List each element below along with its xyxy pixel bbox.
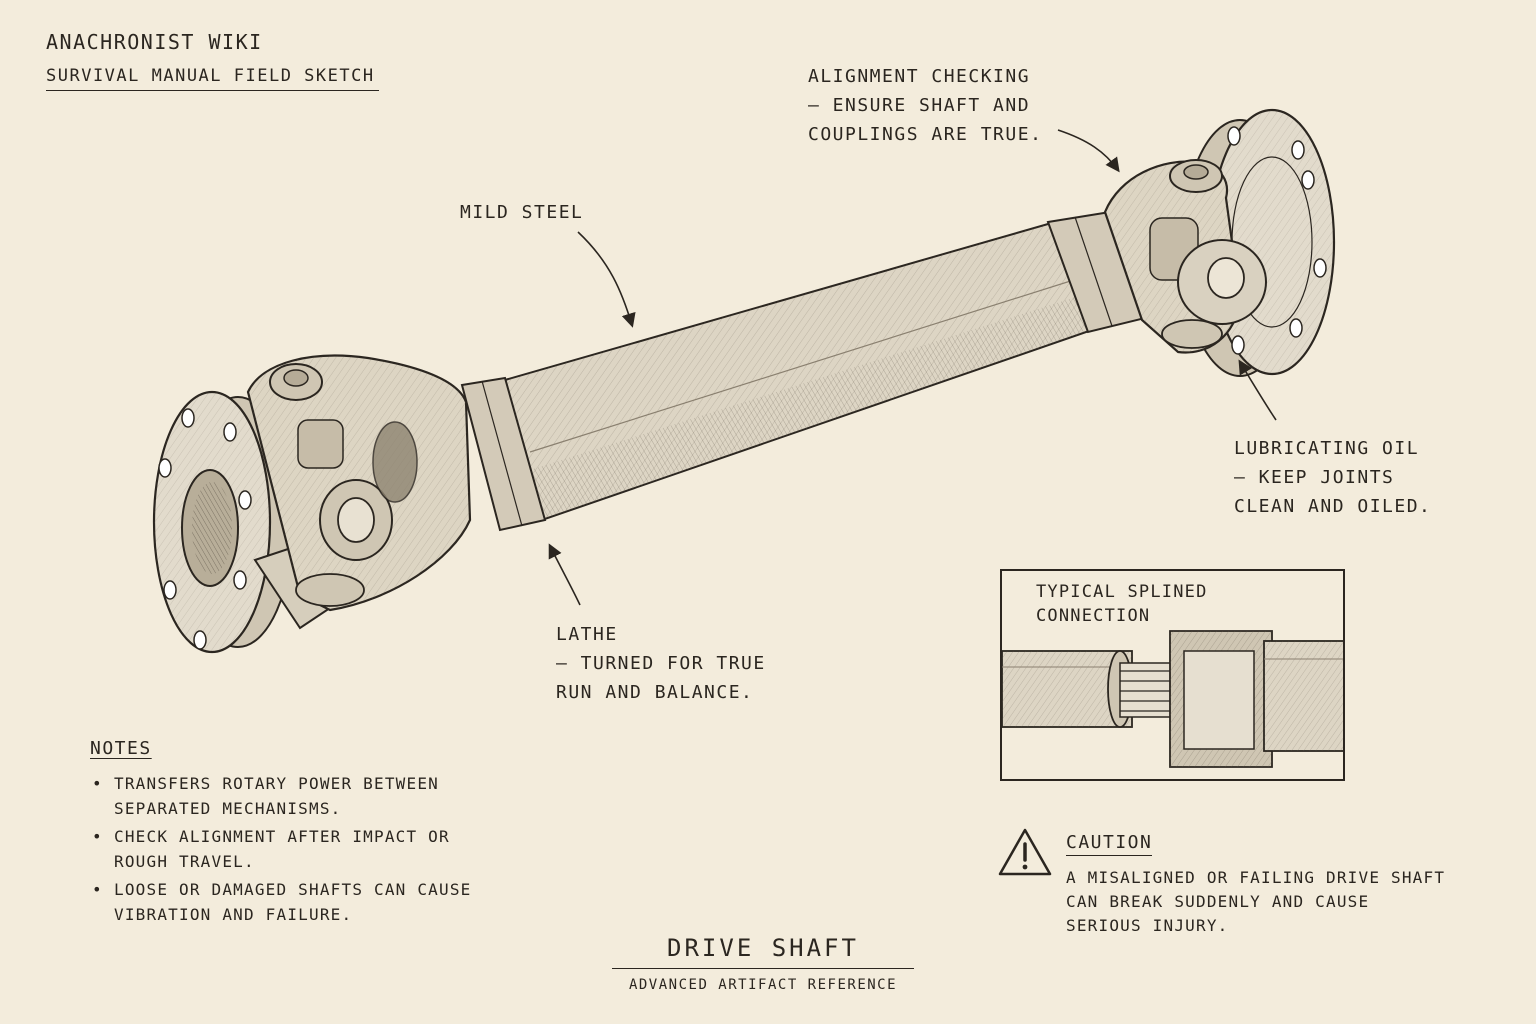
notes-list: Transfers rotary power between separated… <box>90 771 510 927</box>
inset-title: Typical splined connection <box>1036 582 1208 626</box>
arrow-lubricating-oil <box>1238 359 1277 421</box>
left-universal-joint <box>246 354 472 630</box>
shaft-collar-left <box>460 376 547 532</box>
right-universal-joint <box>1103 159 1267 354</box>
footer: Drive Shaft Advanced Artifact Reference <box>612 934 914 993</box>
list-item: Transfers rotary power between separated… <box>90 771 510 821</box>
arrow-mild-steel <box>577 231 636 328</box>
arrow-alignment <box>1057 129 1120 173</box>
caution-text: A misaligned or failing drive shaft can … <box>1066 868 1446 935</box>
arrow-lathe <box>548 543 581 606</box>
wiki-title: Anachronist Wiki <box>46 30 263 54</box>
callout-mild-steel: Mild steel <box>460 202 584 223</box>
callout-lubricating-oil: Lubricating oil – keep joints clean and … <box>1234 438 1432 517</box>
list-item: Check alignment after impact or rough tr… <box>90 824 510 874</box>
caution-title: Caution <box>1066 832 1153 856</box>
page-subtitle: Advanced Artifact Reference <box>628 977 898 993</box>
list-item: Loose or damaged shafts can cause vibrat… <box>90 877 510 927</box>
splined-connection-drawing <box>1002 630 1343 768</box>
callout-lathe: Lathe – turned for true run and balance. <box>556 624 766 703</box>
page-title: Drive Shaft <box>612 934 914 969</box>
callout-arrows <box>548 129 1277 606</box>
splined-connection-inset: Typical splined connection <box>1000 569 1345 781</box>
callout-alignment-checking: Alignment checking – ensure shaft and co… <box>808 66 1043 145</box>
notes-title: Notes <box>90 738 152 759</box>
shaft-tube <box>503 220 1094 522</box>
notes-section: Notes Transfers rotary power between sep… <box>90 738 510 930</box>
wiki-subtitle: Survival Manual Field Sketch <box>46 66 379 91</box>
warning-triangle-icon <box>998 828 1052 876</box>
